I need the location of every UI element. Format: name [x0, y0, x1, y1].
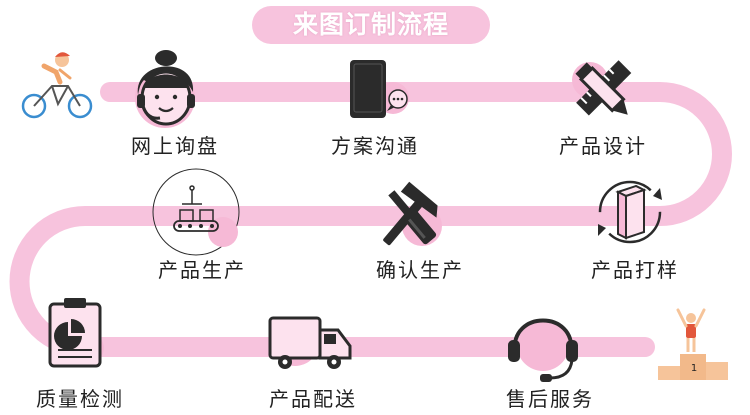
box-refresh-icon [598, 180, 662, 244]
diagram-title: 来图订制流程 [292, 10, 449, 39]
step-label-9: 售后服务 [506, 387, 594, 411]
podium-winner-icon [658, 308, 728, 380]
customer-service-headset-icon [135, 50, 195, 128]
hammer-screwdriver-icon [383, 181, 442, 246]
conveyor-belt-icon [152, 168, 240, 256]
step-label-5: 确认生产 [376, 258, 464, 282]
step-label-4: 产品打样 [591, 258, 679, 282]
delivery-truck-icon [268, 316, 352, 369]
step-label-7: 质量检测 [36, 387, 124, 411]
phone-chat-icon [350, 60, 409, 118]
step-label-6: 产品生产 [158, 258, 246, 282]
step-label-8: 产品配送 [269, 387, 357, 411]
support-headset-icon [508, 318, 578, 382]
podium-rank: 1 [690, 363, 698, 374]
step-label-2: 方案沟通 [331, 134, 419, 158]
process-track [9, 82, 732, 357]
pencil-ruler-icon [572, 60, 632, 116]
title-pill [252, 6, 490, 44]
cyclist-icon [21, 52, 93, 119]
clipboard-chart-icon [48, 298, 104, 368]
step-label-1: 网上询盘 [131, 134, 219, 158]
step-label-3: 产品设计 [559, 134, 647, 158]
